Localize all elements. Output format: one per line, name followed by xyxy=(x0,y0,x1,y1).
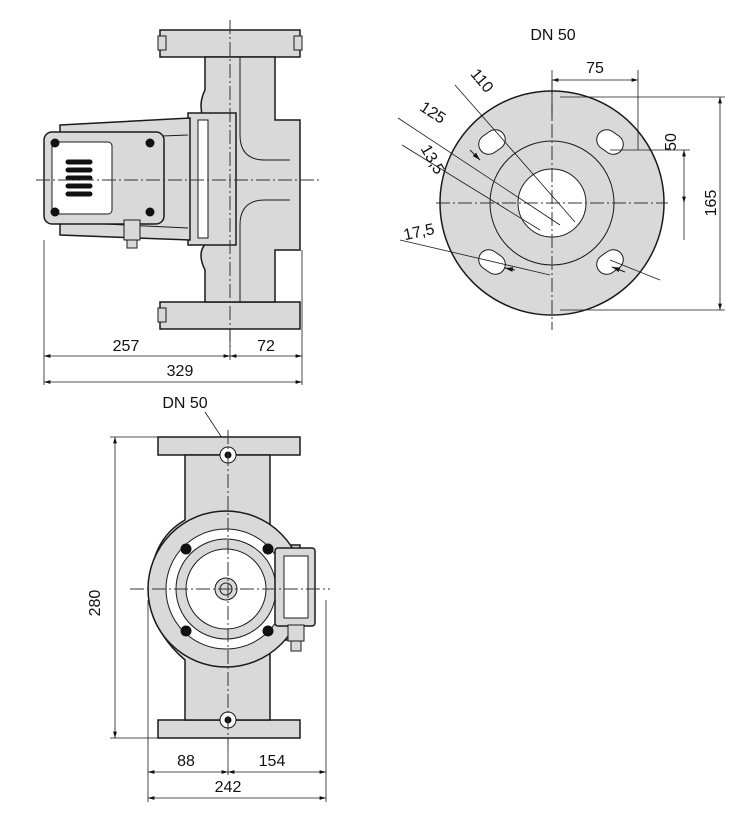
side-dim-right: 72 xyxy=(257,338,275,355)
side-view: 257 72 329 xyxy=(36,20,320,385)
flange-dim-125: 125 xyxy=(417,99,449,128)
bolt-hole-top-left-icon xyxy=(478,129,506,155)
front-view: DN 50 280 xyxy=(87,395,330,802)
side-dim-left: 257 xyxy=(113,338,140,355)
bolt-hole-bottom-left-icon xyxy=(478,249,506,275)
front-dim-height: 280 xyxy=(87,590,104,617)
front-dim-right: 154 xyxy=(259,753,286,770)
front-dim-left: 88 xyxy=(177,753,195,770)
front-title: DN 50 xyxy=(162,395,207,412)
flange-view: DN 50 75 50 165 110 xyxy=(397,27,725,330)
flange-dim-110: 110 xyxy=(467,66,496,97)
side-dim-total: 329 xyxy=(167,363,194,380)
ventilation-slots-icon xyxy=(65,159,93,197)
flange-title: DN 50 xyxy=(530,27,575,44)
flange-dim-165: 165 xyxy=(703,190,720,217)
front-dim-total: 242 xyxy=(215,779,242,796)
flange-dim-75: 75 xyxy=(586,60,604,77)
flange-dim-17-5: 17,5 xyxy=(402,221,436,244)
flange-dim-50: 50 xyxy=(663,133,680,151)
